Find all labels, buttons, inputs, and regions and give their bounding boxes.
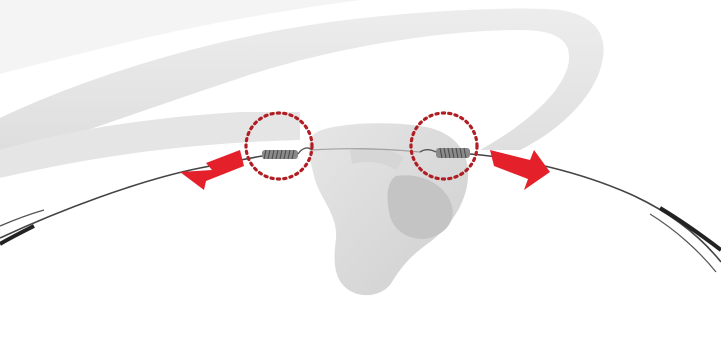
arrow-right-icon (490, 150, 550, 190)
wire-right (470, 154, 721, 272)
ghost-frame (0, 0, 604, 178)
wire-left-strand (0, 210, 44, 226)
spring-left (262, 148, 312, 159)
wire-right-sleeve (660, 208, 721, 250)
